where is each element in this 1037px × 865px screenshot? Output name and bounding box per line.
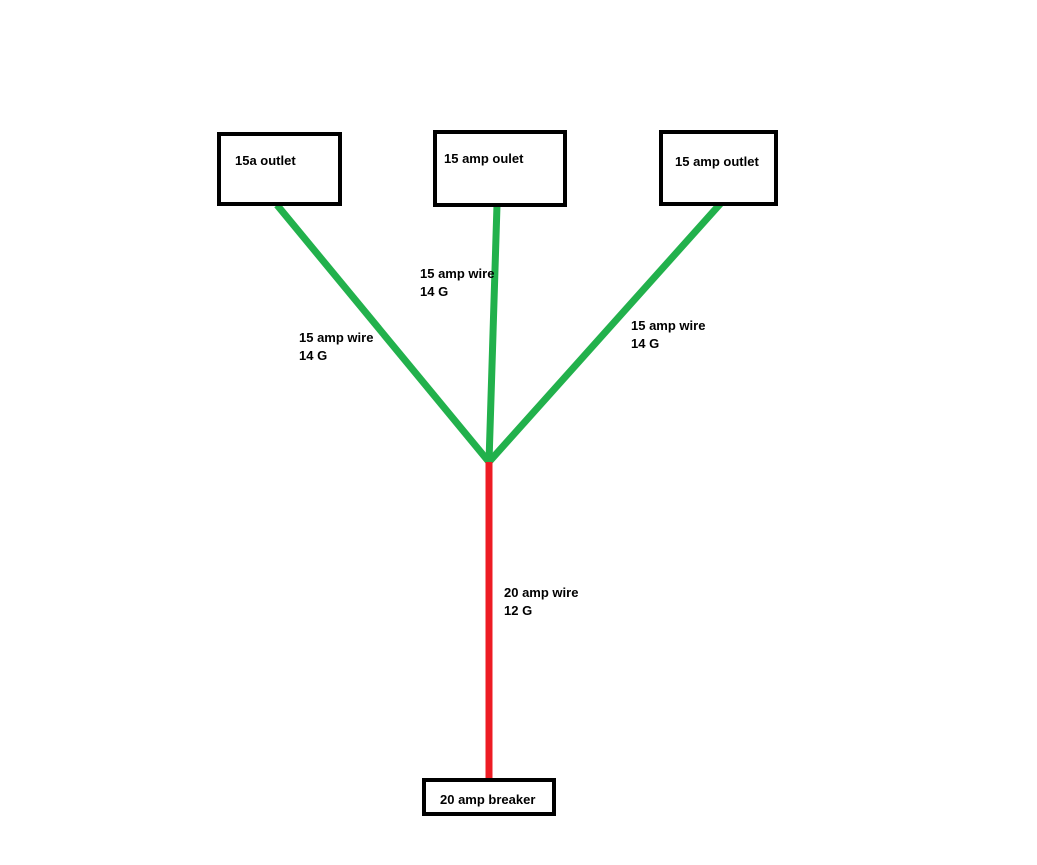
branch-wire-right (486, 200, 724, 465)
main-wire-gauge: 12 G (504, 603, 533, 618)
branch-wire-rating-left: 15 amp wire (299, 330, 374, 345)
branch-wire-gauge-left: 14 G (299, 348, 328, 363)
branch-wire-rating-right: 15 amp wire (631, 318, 706, 333)
branch-wire-rating-middle: 15 amp wire (420, 266, 495, 281)
branch-wire-label-right: 15 amp wire 14 G (631, 317, 705, 353)
branch-wire-label-left: 15 amp wire 14 G (299, 329, 373, 365)
branch-wire-gauge-right: 14 G (631, 336, 660, 351)
main-wire-rating: 20 amp wire (504, 585, 579, 600)
branch-wire-label-middle: 15 amp wire 14 G (420, 265, 494, 301)
outlet-label-left: 15a outlet (235, 153, 296, 168)
breaker-box (422, 778, 556, 816)
breaker-label: 20 amp breaker (440, 792, 536, 807)
outlet-box-left (217, 132, 342, 206)
branch-wire-left (274, 202, 492, 465)
outlet-label-middle: 15 amp oulet (444, 151, 524, 166)
outlet-box-right (659, 130, 778, 206)
main-wire-label: 20 amp wire 12 G (504, 584, 578, 620)
outlet-label-right: 15 amp outlet (675, 154, 759, 169)
branch-wire-middle (485, 204, 501, 463)
outlet-box-middle (433, 130, 567, 207)
branch-wire-gauge-middle: 14 G (420, 284, 449, 299)
